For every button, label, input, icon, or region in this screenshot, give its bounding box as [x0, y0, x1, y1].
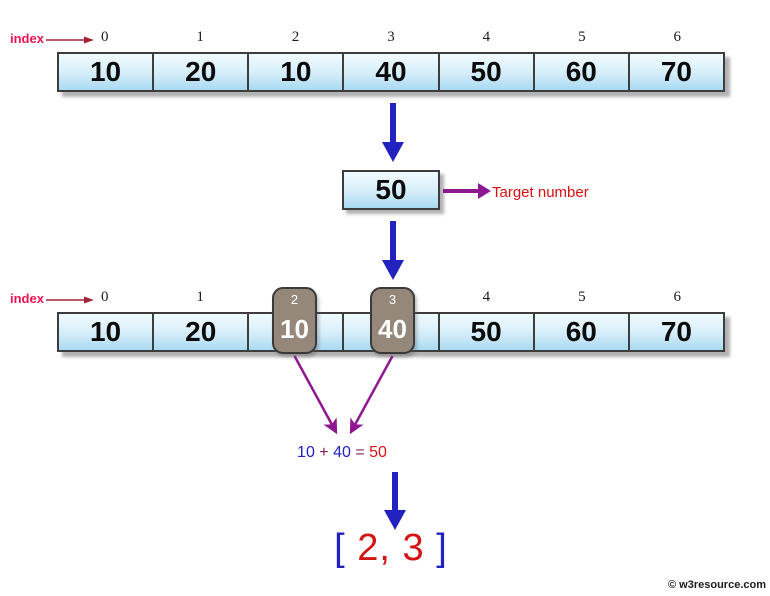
index-arrow-icon	[46, 296, 94, 304]
array-cell: 10	[249, 54, 345, 90]
index-number: 5	[578, 29, 586, 45]
index-numbers-top: 0 1 2 3 4 5 6	[57, 29, 725, 47]
index-arrow-icon	[46, 36, 94, 44]
index-number: 6	[673, 289, 681, 305]
equation-result: 50	[369, 444, 387, 461]
flow-arrow-down-icon	[384, 472, 406, 530]
index-number: 0	[100, 289, 109, 305]
result-values: 2, 3	[357, 527, 425, 569]
array-cell: 20	[154, 314, 250, 350]
flow-arrow-down-icon	[382, 103, 404, 162]
index-number: 6	[673, 29, 681, 45]
highlighted-cell-index: 3	[388, 292, 397, 307]
array-cell: 60	[534, 54, 630, 90]
index-number: 3	[387, 29, 395, 45]
result-close-bracket: ]	[436, 527, 448, 569]
input-array: 10 20 10 40 50 60 70	[57, 52, 725, 92]
equation-operand2: 40	[333, 444, 351, 461]
sum-equation: 10 + 40 = 50	[242, 444, 442, 462]
index-number: 2	[291, 29, 300, 45]
equation-operator: +	[319, 444, 329, 461]
highlighted-cell-index: 2	[290, 292, 299, 307]
index-number: 5	[578, 289, 586, 305]
result-indices: [ 2, 3 ]	[291, 527, 491, 570]
index-number: 1	[196, 29, 204, 45]
array-cell: 40	[344, 54, 440, 90]
array-cell: 20	[154, 54, 250, 90]
highlighted-cell: 3 40	[370, 287, 415, 354]
equation-operand1: 10	[297, 444, 315, 461]
array-cell: 60	[534, 314, 630, 350]
sum-pointer-arrows-icon	[293, 355, 394, 435]
array-cell: 10	[59, 314, 155, 350]
index-label-bottom: index	[10, 291, 44, 306]
index-number: 0	[100, 29, 109, 45]
result-open-bracket: [	[334, 527, 346, 569]
equation-equals: =	[355, 444, 365, 461]
target-label: Target number	[492, 184, 589, 201]
array-cell: 70	[629, 314, 723, 350]
target-box: 50	[342, 170, 440, 210]
array-cell: 50	[439, 54, 535, 90]
watermark: © w3resource.com	[668, 579, 766, 591]
index-number: 4	[482, 289, 491, 305]
highlighted-cell: 2 10	[272, 287, 317, 354]
array-cell: 50	[439, 314, 535, 350]
index-number: 1	[196, 289, 204, 305]
index-label-top: index	[10, 31, 44, 46]
array-cell: 10	[59, 54, 155, 90]
index-number: 4	[482, 29, 491, 45]
highlighted-cell-value: 40	[378, 314, 407, 344]
array-cell: 70	[629, 54, 723, 90]
target-pointer-arrow-icon	[443, 183, 491, 199]
highlighted-cell-value: 10	[280, 314, 309, 344]
flow-arrow-down-icon	[382, 221, 404, 280]
